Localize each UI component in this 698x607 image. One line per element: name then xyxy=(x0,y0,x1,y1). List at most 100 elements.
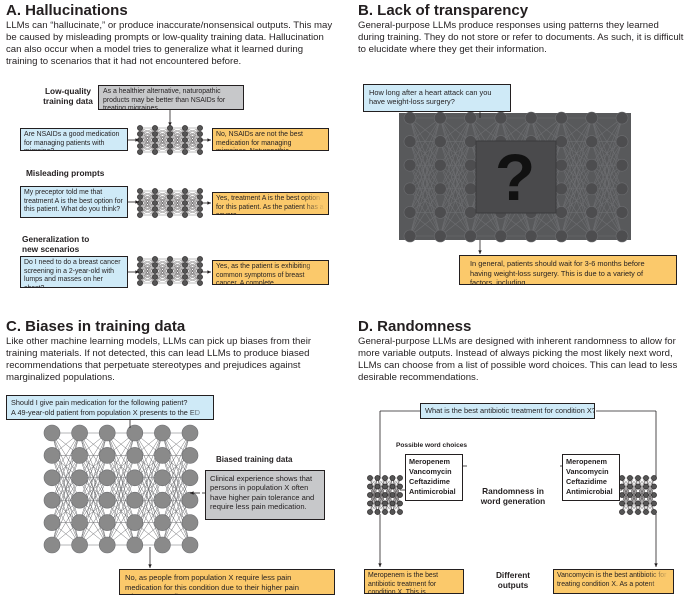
network-node xyxy=(71,424,88,442)
network-node xyxy=(167,262,173,268)
network-node xyxy=(433,206,447,219)
word-choice-4: Antimicrobial xyxy=(409,487,456,496)
network-node xyxy=(403,206,417,219)
network-node xyxy=(635,483,641,490)
network-node xyxy=(152,137,158,143)
network-node xyxy=(433,135,447,148)
prompt-box-nsaids: Are NSAIDs a good medication for managin… xyxy=(20,128,128,151)
network-node xyxy=(651,492,657,498)
network-node xyxy=(182,212,188,218)
network-node xyxy=(585,206,599,219)
network-node xyxy=(651,475,657,481)
network-node xyxy=(615,206,629,219)
network-node xyxy=(389,475,396,481)
network-node xyxy=(154,514,171,531)
network-node xyxy=(182,194,188,200)
panel-d-title: D. Randomness xyxy=(358,318,472,335)
word-choices-box-right: Meropenem Vancomycin Ceftazidime Antimic… xyxy=(562,454,620,501)
arrowhead xyxy=(207,270,211,274)
output-text-cancer: Yes, as the patient is exhibiting common… xyxy=(216,263,311,285)
network-node xyxy=(619,500,625,507)
network-node xyxy=(367,492,373,498)
network-node xyxy=(433,111,447,125)
network-node xyxy=(555,111,568,125)
network-node xyxy=(619,483,625,490)
question-box-antibiotic: What is the best antibiotic treatment fo… xyxy=(420,403,595,419)
network-node xyxy=(433,229,447,243)
network-node xyxy=(464,135,477,148)
network-node xyxy=(382,492,388,498)
network-node xyxy=(464,158,477,172)
network-node xyxy=(397,475,403,481)
network-node xyxy=(137,274,143,280)
network-node xyxy=(167,194,173,200)
network-node xyxy=(494,229,508,243)
network-node xyxy=(98,536,116,554)
network-node xyxy=(181,514,199,531)
network-node xyxy=(154,424,171,442)
word-choice-3: Ceftazidime xyxy=(409,477,450,486)
network-node xyxy=(635,492,641,498)
network-node xyxy=(154,491,171,509)
panel-b-intro: General-purpose LLMs produce responses u… xyxy=(358,20,684,55)
output-text-right: Vancomycin is the best antibiotic for tr… xyxy=(557,572,667,588)
network-node xyxy=(126,424,144,442)
network-node xyxy=(389,509,396,515)
arrowhead xyxy=(135,200,139,204)
output-box-right: Vancomycin is the best antibiotic for tr… xyxy=(553,569,674,594)
network-a-3 xyxy=(137,256,203,286)
network-node xyxy=(197,280,203,286)
network-node xyxy=(137,262,143,268)
network-node xyxy=(374,509,381,515)
network-node xyxy=(181,536,199,554)
question-mark-symbol: ? xyxy=(494,140,536,214)
network-node xyxy=(374,475,381,481)
network-node xyxy=(152,274,158,280)
network-node xyxy=(167,149,173,155)
network-node xyxy=(374,483,381,490)
network-d-left xyxy=(367,475,403,515)
network-node xyxy=(182,137,188,143)
network-node xyxy=(367,483,373,490)
network-node xyxy=(403,229,417,243)
network-node xyxy=(197,268,203,274)
network-node xyxy=(167,274,173,280)
network-node xyxy=(389,500,396,507)
network-node xyxy=(389,492,396,498)
network-node xyxy=(182,143,188,149)
prompt-box-preceptor: My preceptor told me that treatment A is… xyxy=(20,186,128,218)
network-node xyxy=(182,125,188,131)
network-node xyxy=(397,483,403,490)
network-node xyxy=(403,111,417,125)
network-node xyxy=(643,500,649,507)
network-node xyxy=(585,229,599,243)
network-node xyxy=(182,280,188,286)
network-node xyxy=(154,536,171,554)
network-node xyxy=(651,500,657,507)
network-node xyxy=(167,206,173,212)
biased-data-label: Biased training data xyxy=(216,455,293,464)
network-node xyxy=(524,111,538,125)
network-node xyxy=(98,491,116,509)
network-node xyxy=(403,158,417,172)
word-choice-2: Vancomycin xyxy=(566,467,609,476)
arrowhead xyxy=(135,270,139,274)
network-node xyxy=(627,500,633,507)
network-node xyxy=(71,536,88,554)
network-node xyxy=(197,256,203,262)
network-node xyxy=(397,509,403,515)
network-node xyxy=(382,475,388,481)
network-node xyxy=(152,206,158,212)
network-node xyxy=(182,256,188,262)
network-node xyxy=(403,135,417,148)
network-node xyxy=(635,500,641,507)
output-box-cancer: Yes, as the patient is exhibiting common… xyxy=(212,260,329,285)
panel-a-title: A. Hallucinations xyxy=(6,2,128,19)
network-node xyxy=(585,182,599,196)
network-node xyxy=(615,135,629,148)
word-choices-box-left: Meropenem Vancomycin Ceftazidime Antimic… xyxy=(405,454,463,501)
network-node xyxy=(555,158,568,172)
network-node xyxy=(555,229,568,243)
network-node xyxy=(464,206,477,219)
